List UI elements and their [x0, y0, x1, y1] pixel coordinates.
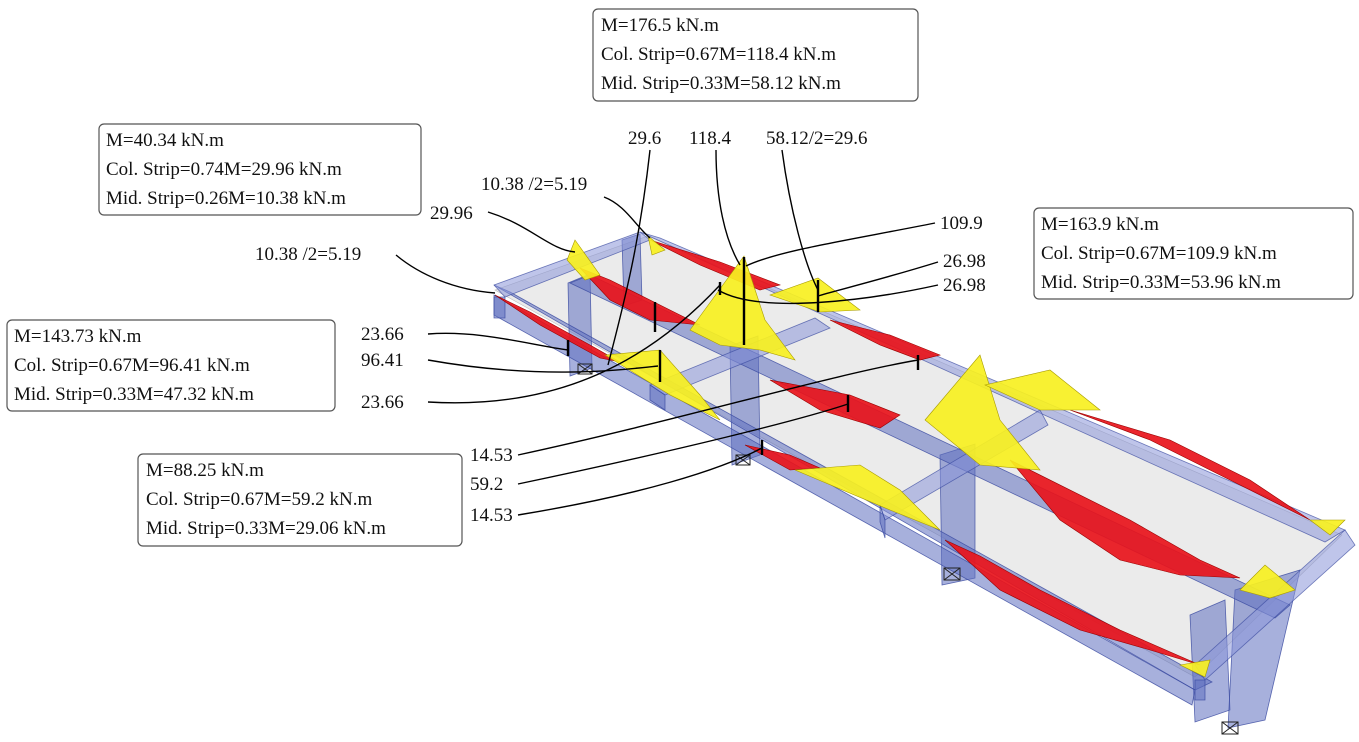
- leader-14-53-a: [517, 359, 919, 456]
- value-label: 29.96: [430, 203, 473, 224]
- info-box-top: M=176.5 kN.m Col. Strip=0.67M=118.4 kN.m…: [592, 8, 919, 102]
- negative-moment-peak-central: [689, 255, 796, 361]
- value-label: 23.66: [361, 392, 404, 413]
- info-box-bottom: M=88.25 kN.m Col. Strip=0.67M=59.2 kN.m …: [137, 453, 463, 547]
- value-label: 96.41: [361, 350, 404, 371]
- info-box-left-mid: M=143.73 kN.m Col. Strip=0.67M=96.41 kN.…: [6, 319, 336, 412]
- info-line: Col. Strip=0.67M=59.2 kN.m: [146, 489, 372, 510]
- leader-59-2: [517, 403, 849, 485]
- moment-diagrams-group: [494, 235, 1346, 678]
- positive-moment-central-span-2: [769, 379, 901, 429]
- info-line: Col. Strip=0.67M=109.9 kN.m: [1041, 243, 1277, 264]
- info-line: M=88.25 kN.m: [146, 460, 264, 481]
- leader-23-66-a: [427, 332, 569, 351]
- support-symbol: [735, 454, 751, 466]
- negative-moment-peak-front-2: [794, 464, 941, 531]
- info-line: Mid. Strip=0.33M=53.96 kN.m: [1041, 272, 1281, 293]
- positive-moment-back-span-2: [829, 319, 941, 361]
- leader-10-38-left: [395, 254, 496, 294]
- value-label: 118.4: [689, 128, 732, 149]
- leader-96-41: [427, 359, 659, 373]
- value-label: 14.53: [470, 505, 513, 526]
- negative-moment-peak-support-b: [647, 235, 666, 256]
- negative-moment-peak-back-2: [984, 369, 1101, 411]
- value-label: 26.98: [943, 251, 986, 272]
- info-line: Col. Strip=0.67M=118.4 kN.m: [601, 44, 836, 65]
- leader-118-4: [715, 149, 741, 266]
- info-line: Mid. Strip=0.26M=10.38 kN.m: [106, 188, 346, 209]
- value-label: 26.98: [943, 275, 986, 296]
- leader-109-9: [745, 222, 936, 267]
- negative-moment-peak-front-1: [604, 349, 721, 421]
- leader-29-96: [487, 211, 576, 253]
- leader-26-98-b: [717, 284, 939, 305]
- leader-29-6: [607, 149, 651, 366]
- value-label: 10.38 /2=5.19: [255, 244, 361, 265]
- value-label: 23.66: [361, 324, 404, 345]
- info-line: M=163.9 kN.m: [1041, 214, 1159, 235]
- negative-moment-peak-end-3: [1179, 659, 1211, 678]
- info-line: Col. Strip=0.74M=29.96 kN.m: [106, 159, 342, 180]
- info-line: Col. Strip=0.67M=96.41 kN.m: [14, 355, 250, 376]
- info-box-right: M=163.9 kN.m Col. Strip=0.67M=109.9 kN.m…: [1033, 207, 1354, 300]
- negative-moment-peak-central-2: [924, 354, 1041, 471]
- value-label: 10.38 /2=5.19: [481, 174, 587, 195]
- negative-moment-peak-end-2: [1309, 519, 1346, 536]
- positive-moment-central-span-3: [1009, 459, 1241, 579]
- beam-transverse-4-face: [1194, 679, 1206, 701]
- value-label: 58.12/2=29.6: [766, 128, 868, 149]
- value-label: 59.2: [470, 474, 503, 495]
- info-line: Mid. Strip=0.33M=58.12 kN.m: [601, 73, 841, 94]
- beam-transverse-1-face: [493, 296, 506, 319]
- support-symbol: [943, 567, 961, 581]
- value-label: 14.53: [470, 445, 513, 466]
- value-label: 109.9: [940, 213, 983, 234]
- leader-23-66-b: [427, 284, 721, 404]
- info-line: Mid. Strip=0.33M=47.32 kN.m: [14, 384, 254, 405]
- info-line: Mid. Strip=0.33M=29.06 kN.m: [146, 518, 386, 539]
- leaders-group: [395, 149, 939, 516]
- info-box-left-upper: M=40.34 kN.m Col. Strip=0.74M=29.96 kN.m…: [98, 123, 422, 216]
- negative-moment-peak-end-1: [1239, 564, 1296, 599]
- leader-14-53-b: [517, 447, 763, 516]
- info-line: M=143.73 kN.m: [14, 326, 142, 347]
- beam-transverse-2-face: [649, 384, 666, 411]
- beam-transverse-3-face: [879, 504, 886, 539]
- leader-10-38-top: [603, 196, 651, 239]
- value-label: 29.6: [628, 128, 661, 149]
- negative-moment-peak-back: [769, 277, 861, 313]
- leader-26-98-a: [817, 261, 939, 297]
- info-line: M=176.5 kN.m: [601, 15, 719, 36]
- leader-58-half: [781, 149, 819, 291]
- value-labels-group: 29.6 118.4 58.12/2=29.6 10.38 /2=5.19 29…: [255, 128, 986, 526]
- support-symbol: [1221, 721, 1239, 735]
- negative-moment-peak-support-a: [566, 239, 601, 281]
- info-line: M=40.34 kN.m: [106, 130, 224, 151]
